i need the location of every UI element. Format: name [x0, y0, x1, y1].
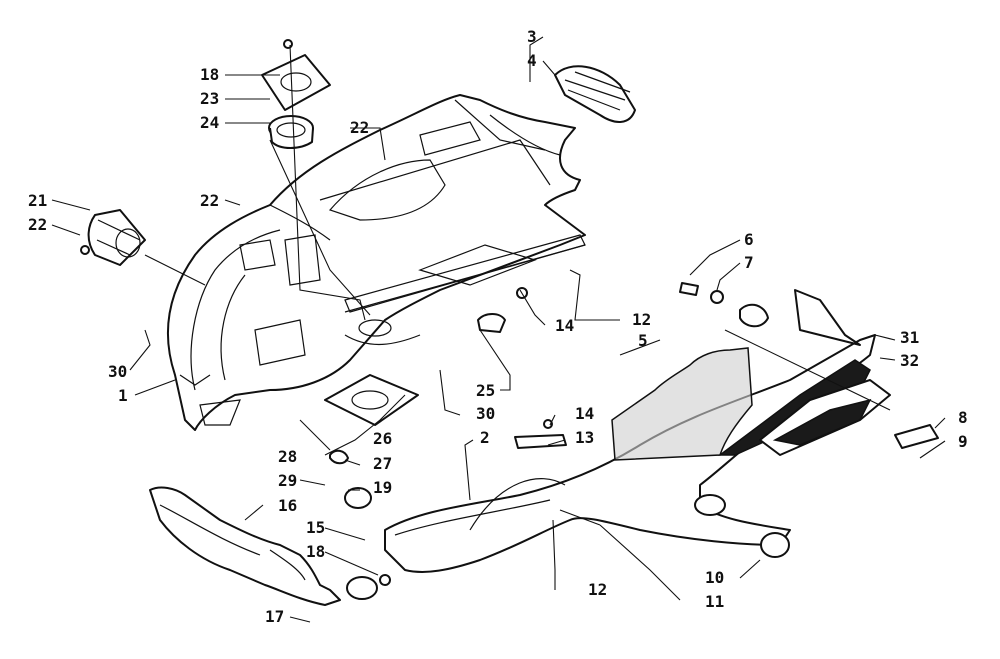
callout-12-lower: 12 [588, 580, 607, 599]
callout-9: 9 [958, 432, 968, 451]
callout-11: 11 [705, 592, 724, 611]
callout-7: 7 [744, 253, 754, 272]
callout-13: 13 [575, 428, 594, 447]
side-stripe-part [717, 289, 891, 456]
callout-6: 6 [744, 230, 754, 249]
leader-lines [51, 36, 946, 623]
front-bezel-part [166, 94, 586, 431]
callout-14-upper: 14 [555, 316, 574, 335]
callout-32: 32 [900, 351, 919, 370]
callout-28: 28 [278, 447, 297, 466]
callout-26: 26 [373, 429, 392, 448]
callout-19: 19 [373, 478, 392, 497]
small-hardware-parts [379, 282, 939, 586]
steering-boot-part [80, 209, 146, 266]
callout-22-mid: 22 [200, 191, 219, 210]
callout-16: 16 [278, 496, 297, 515]
callout-14-lower: 14 [575, 404, 594, 423]
callout-25: 25 [476, 381, 495, 400]
callout-30-left: 30 [108, 362, 127, 381]
callout-24: 24 [200, 113, 219, 132]
callout-21: 21 [28, 191, 47, 210]
vent-grille-part [554, 65, 636, 123]
callout-labels: 18 23 24 22 22 21 22 3 4 30 1 6 7 12 14 … [28, 27, 968, 626]
callout-5: 5 [638, 331, 648, 350]
callout-8: 8 [958, 408, 968, 427]
callout-18-lower: 18 [306, 542, 325, 561]
callout-18-top: 18 [200, 65, 219, 84]
callout-2: 2 [480, 428, 490, 447]
insulation-part [611, 347, 753, 461]
callout-22-upper: 22 [350, 118, 369, 137]
callout-10: 10 [705, 568, 724, 587]
side-panel-part [149, 486, 378, 606]
callout-1: 1 [118, 386, 128, 405]
callout-31: 31 [900, 328, 919, 347]
mount-plate-part [324, 374, 419, 509]
callout-23: 23 [200, 89, 219, 108]
callout-12-upper: 12 [632, 310, 651, 329]
callout-4: 4 [527, 51, 537, 70]
callout-30-mid: 30 [476, 404, 495, 423]
duct-flange-part [261, 39, 331, 149]
callout-15: 15 [306, 518, 325, 537]
callout-27: 27 [373, 454, 392, 473]
callout-3: 3 [527, 27, 537, 46]
callout-29: 29 [278, 471, 297, 490]
callout-22-left: 22 [28, 215, 47, 234]
callout-17: 17 [265, 607, 284, 626]
